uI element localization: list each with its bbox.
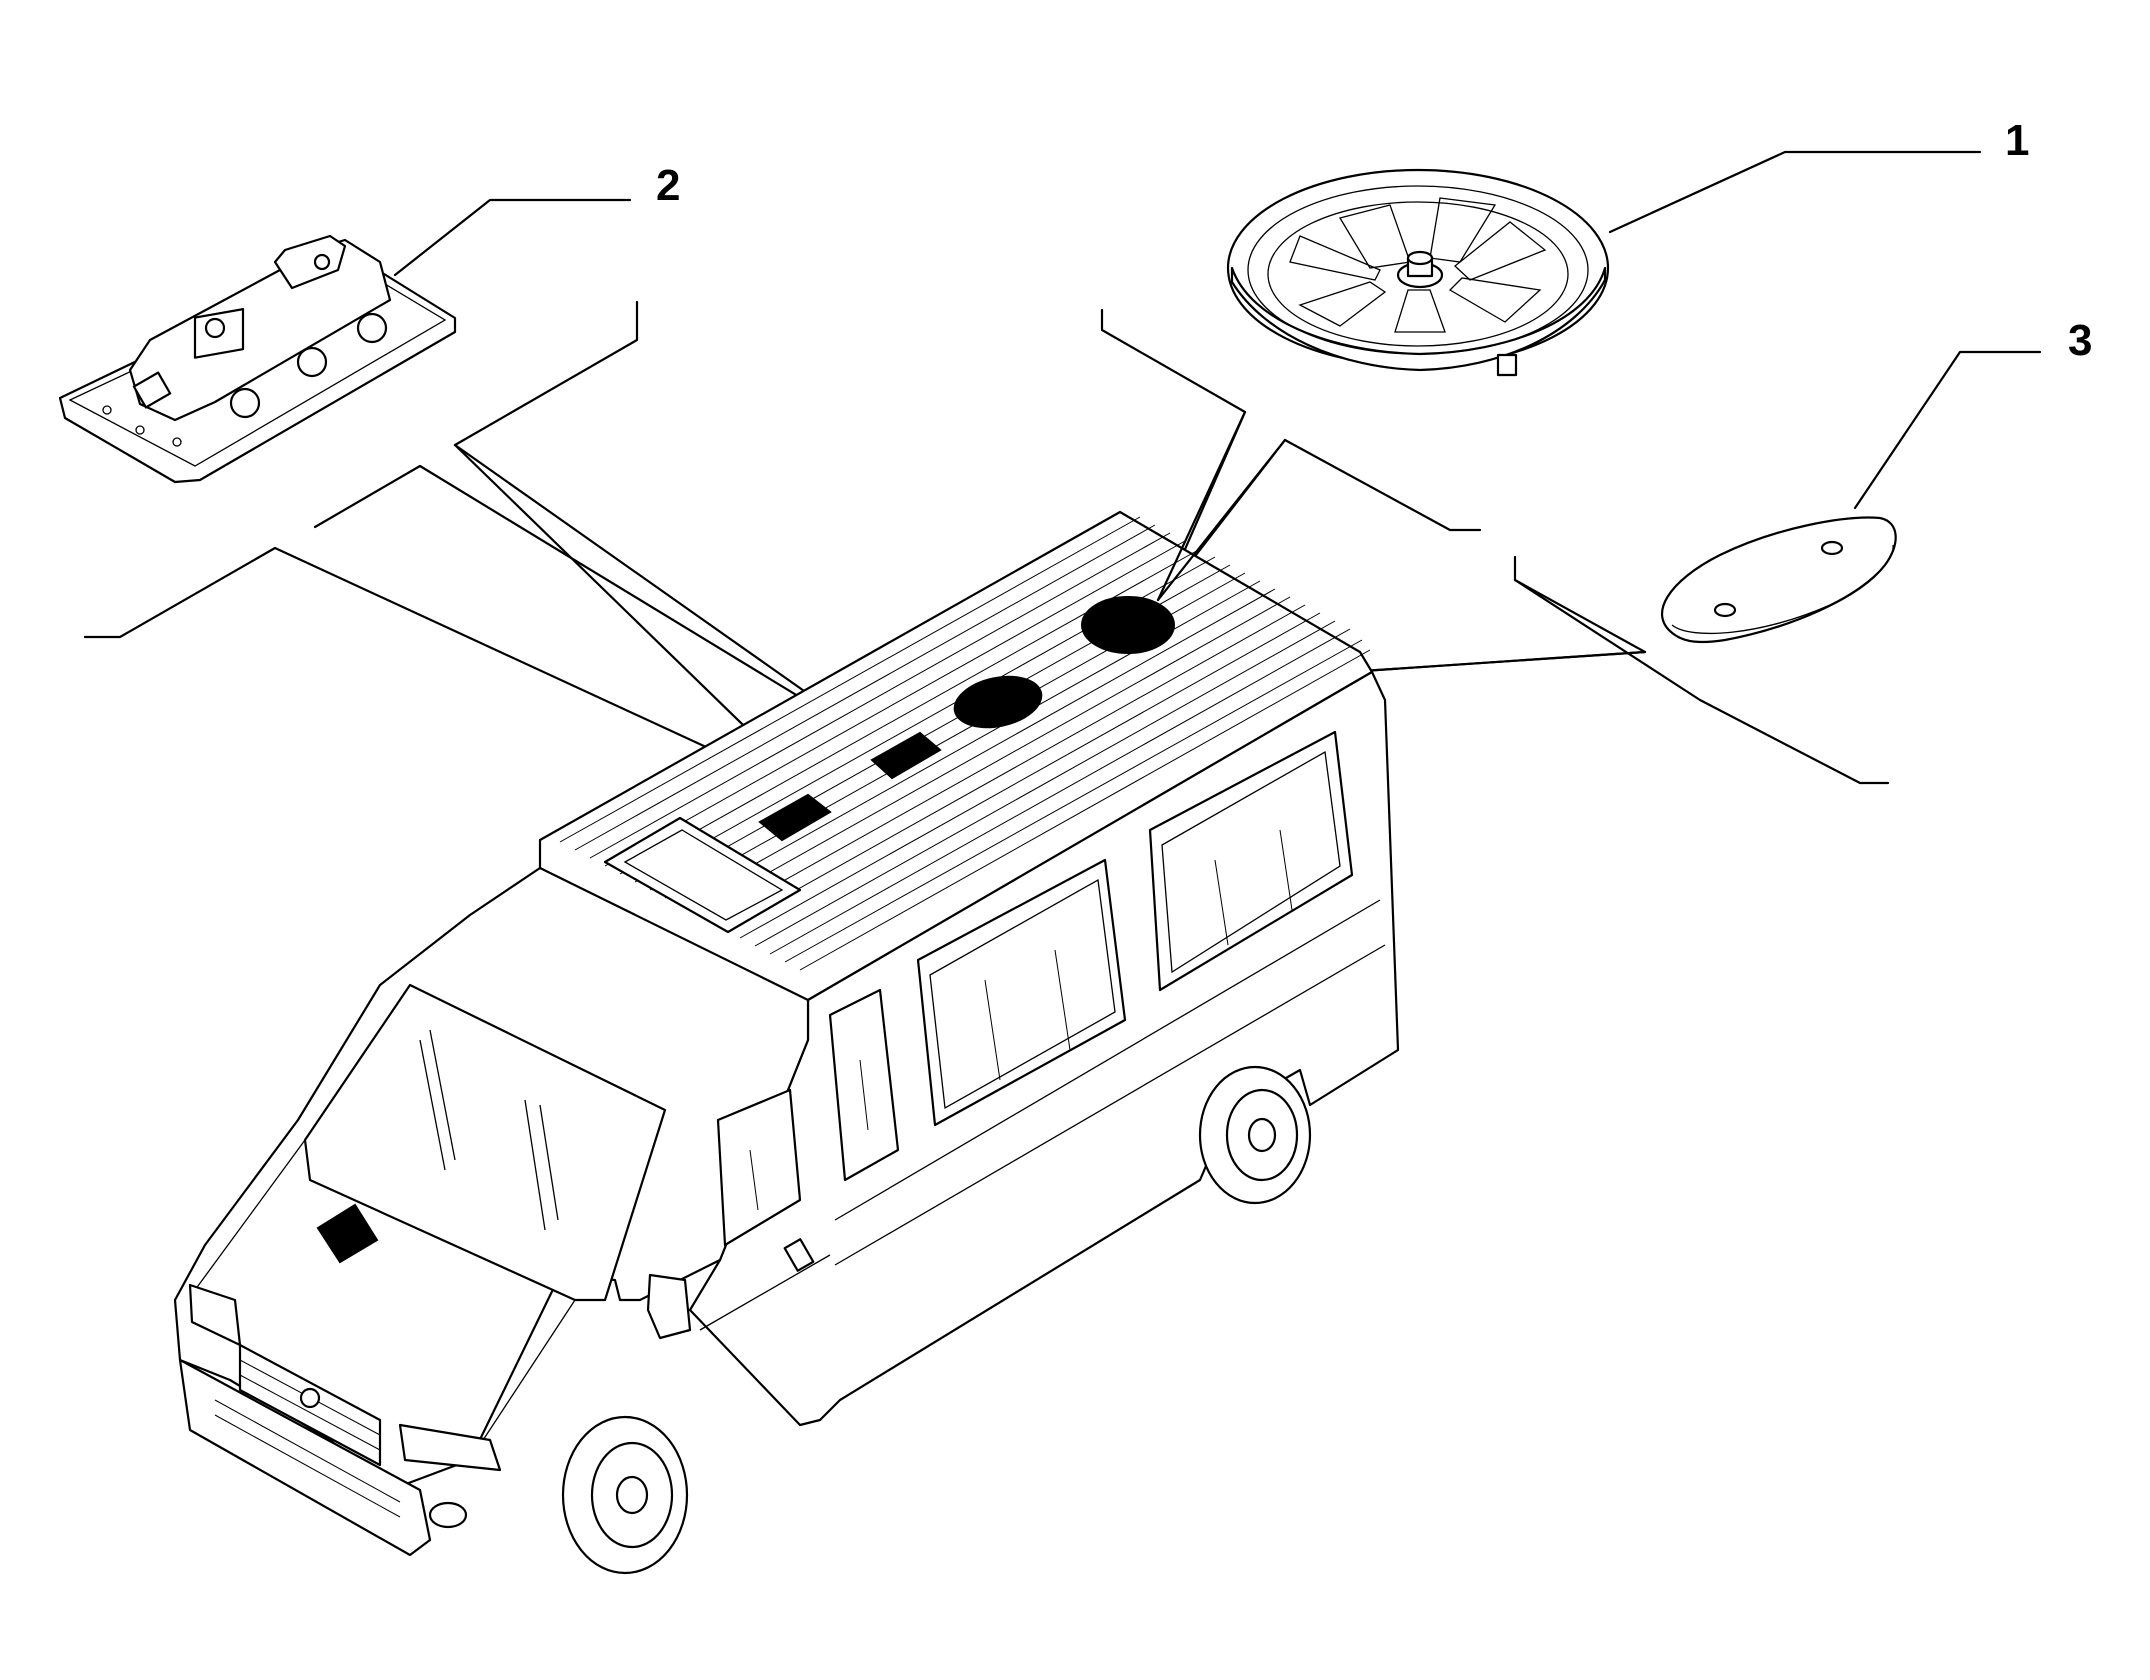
van-illustration: [173, 510, 1400, 1575]
bracket-left-inner: [453, 300, 639, 447]
side-window-mid-inner: [929, 878, 1116, 1110]
oval-hole-1: [1820, 540, 1844, 556]
bracket-right-tail: [1513, 578, 1890, 785]
lamp-knob-a: [229, 387, 261, 419]
van-skylight-inner: [623, 829, 784, 921]
headlight-right: [398, 1423, 502, 1472]
bracket-left-mid: [313, 464, 892, 754]
bracket-left-outer: [83, 546, 812, 797]
windshield-glare: [419, 1029, 559, 1231]
vent-inner-rim-2: [1267, 201, 1569, 347]
hood-marker: [316, 1203, 379, 1264]
oval-plate-part: [1661, 516, 1897, 644]
leader-vent-to-roof: [1156, 410, 1247, 602]
fog-light: [428, 1501, 468, 1529]
leader-line-2: [393, 198, 632, 277]
side-window-mid: [916, 858, 1127, 1127]
side-window-glare: [749, 829, 1293, 1211]
lamp-corner-knob: [313, 253, 331, 271]
cab-door-window: [716, 1088, 802, 1247]
vent-bolt: [1496, 353, 1518, 377]
vent-inner-rim: [1247, 185, 1589, 355]
lamp-screw-1: [102, 405, 112, 415]
bracket-right-top: [1100, 308, 1247, 597]
callout-label-3: 3: [2068, 316, 2092, 365]
roof-marker-rect-1: [758, 793, 832, 842]
vent-hub-cap: [1406, 250, 1434, 266]
lamp-knob-b: [296, 346, 328, 378]
callout-label-2: 2: [656, 161, 680, 210]
lamp-screw-2: [135, 425, 145, 435]
lamp-screw-3: [172, 437, 182, 447]
oval-plate-edge: [1671, 544, 1894, 635]
side-window-rear-inner: [1161, 750, 1341, 974]
lamp-switch-knob: [204, 317, 226, 339]
leader-vent-to-roof-2: [1156, 438, 1287, 602]
side-window-rear: [1148, 730, 1354, 992]
leader-line-1: [1608, 150, 1982, 234]
van-badge: [299, 1387, 321, 1409]
vent-blades: [1289, 197, 1547, 333]
door-handle: [783, 1238, 815, 1272]
callout-label-1: 1: [2005, 116, 2029, 165]
side-window-small: [828, 988, 900, 1182]
van-bumper: [178, 1358, 432, 1557]
roof-marker-rect-2: [870, 731, 942, 780]
side-mirror: [646, 1273, 692, 1340]
lamp-switch: [132, 371, 172, 409]
roof-vent-part: [1226, 168, 1610, 377]
headlight-left: [188, 1283, 242, 1347]
leader-line-3: [1853, 350, 2042, 510]
lamp-knob-c: [356, 312, 388, 344]
rear-wheel: [1198, 1065, 1312, 1205]
bumper-slots: [214, 1399, 401, 1518]
front-wheel: [561, 1415, 689, 1575]
roof-marker-oval-1: [1081, 596, 1175, 654]
oval-hole-2: [1713, 602, 1737, 618]
lamp-housing: [128, 238, 392, 422]
dome-light-part: [58, 234, 457, 484]
van-hood-line: [194, 1139, 576, 1461]
roof-marker-oval-2: [953, 675, 1043, 729]
lamp-housing-top: [273, 234, 347, 290]
vent-base-skirt: [1230, 266, 1607, 372]
body-creases: [699, 899, 1386, 1331]
bracket-right-mid: [1163, 438, 1482, 597]
